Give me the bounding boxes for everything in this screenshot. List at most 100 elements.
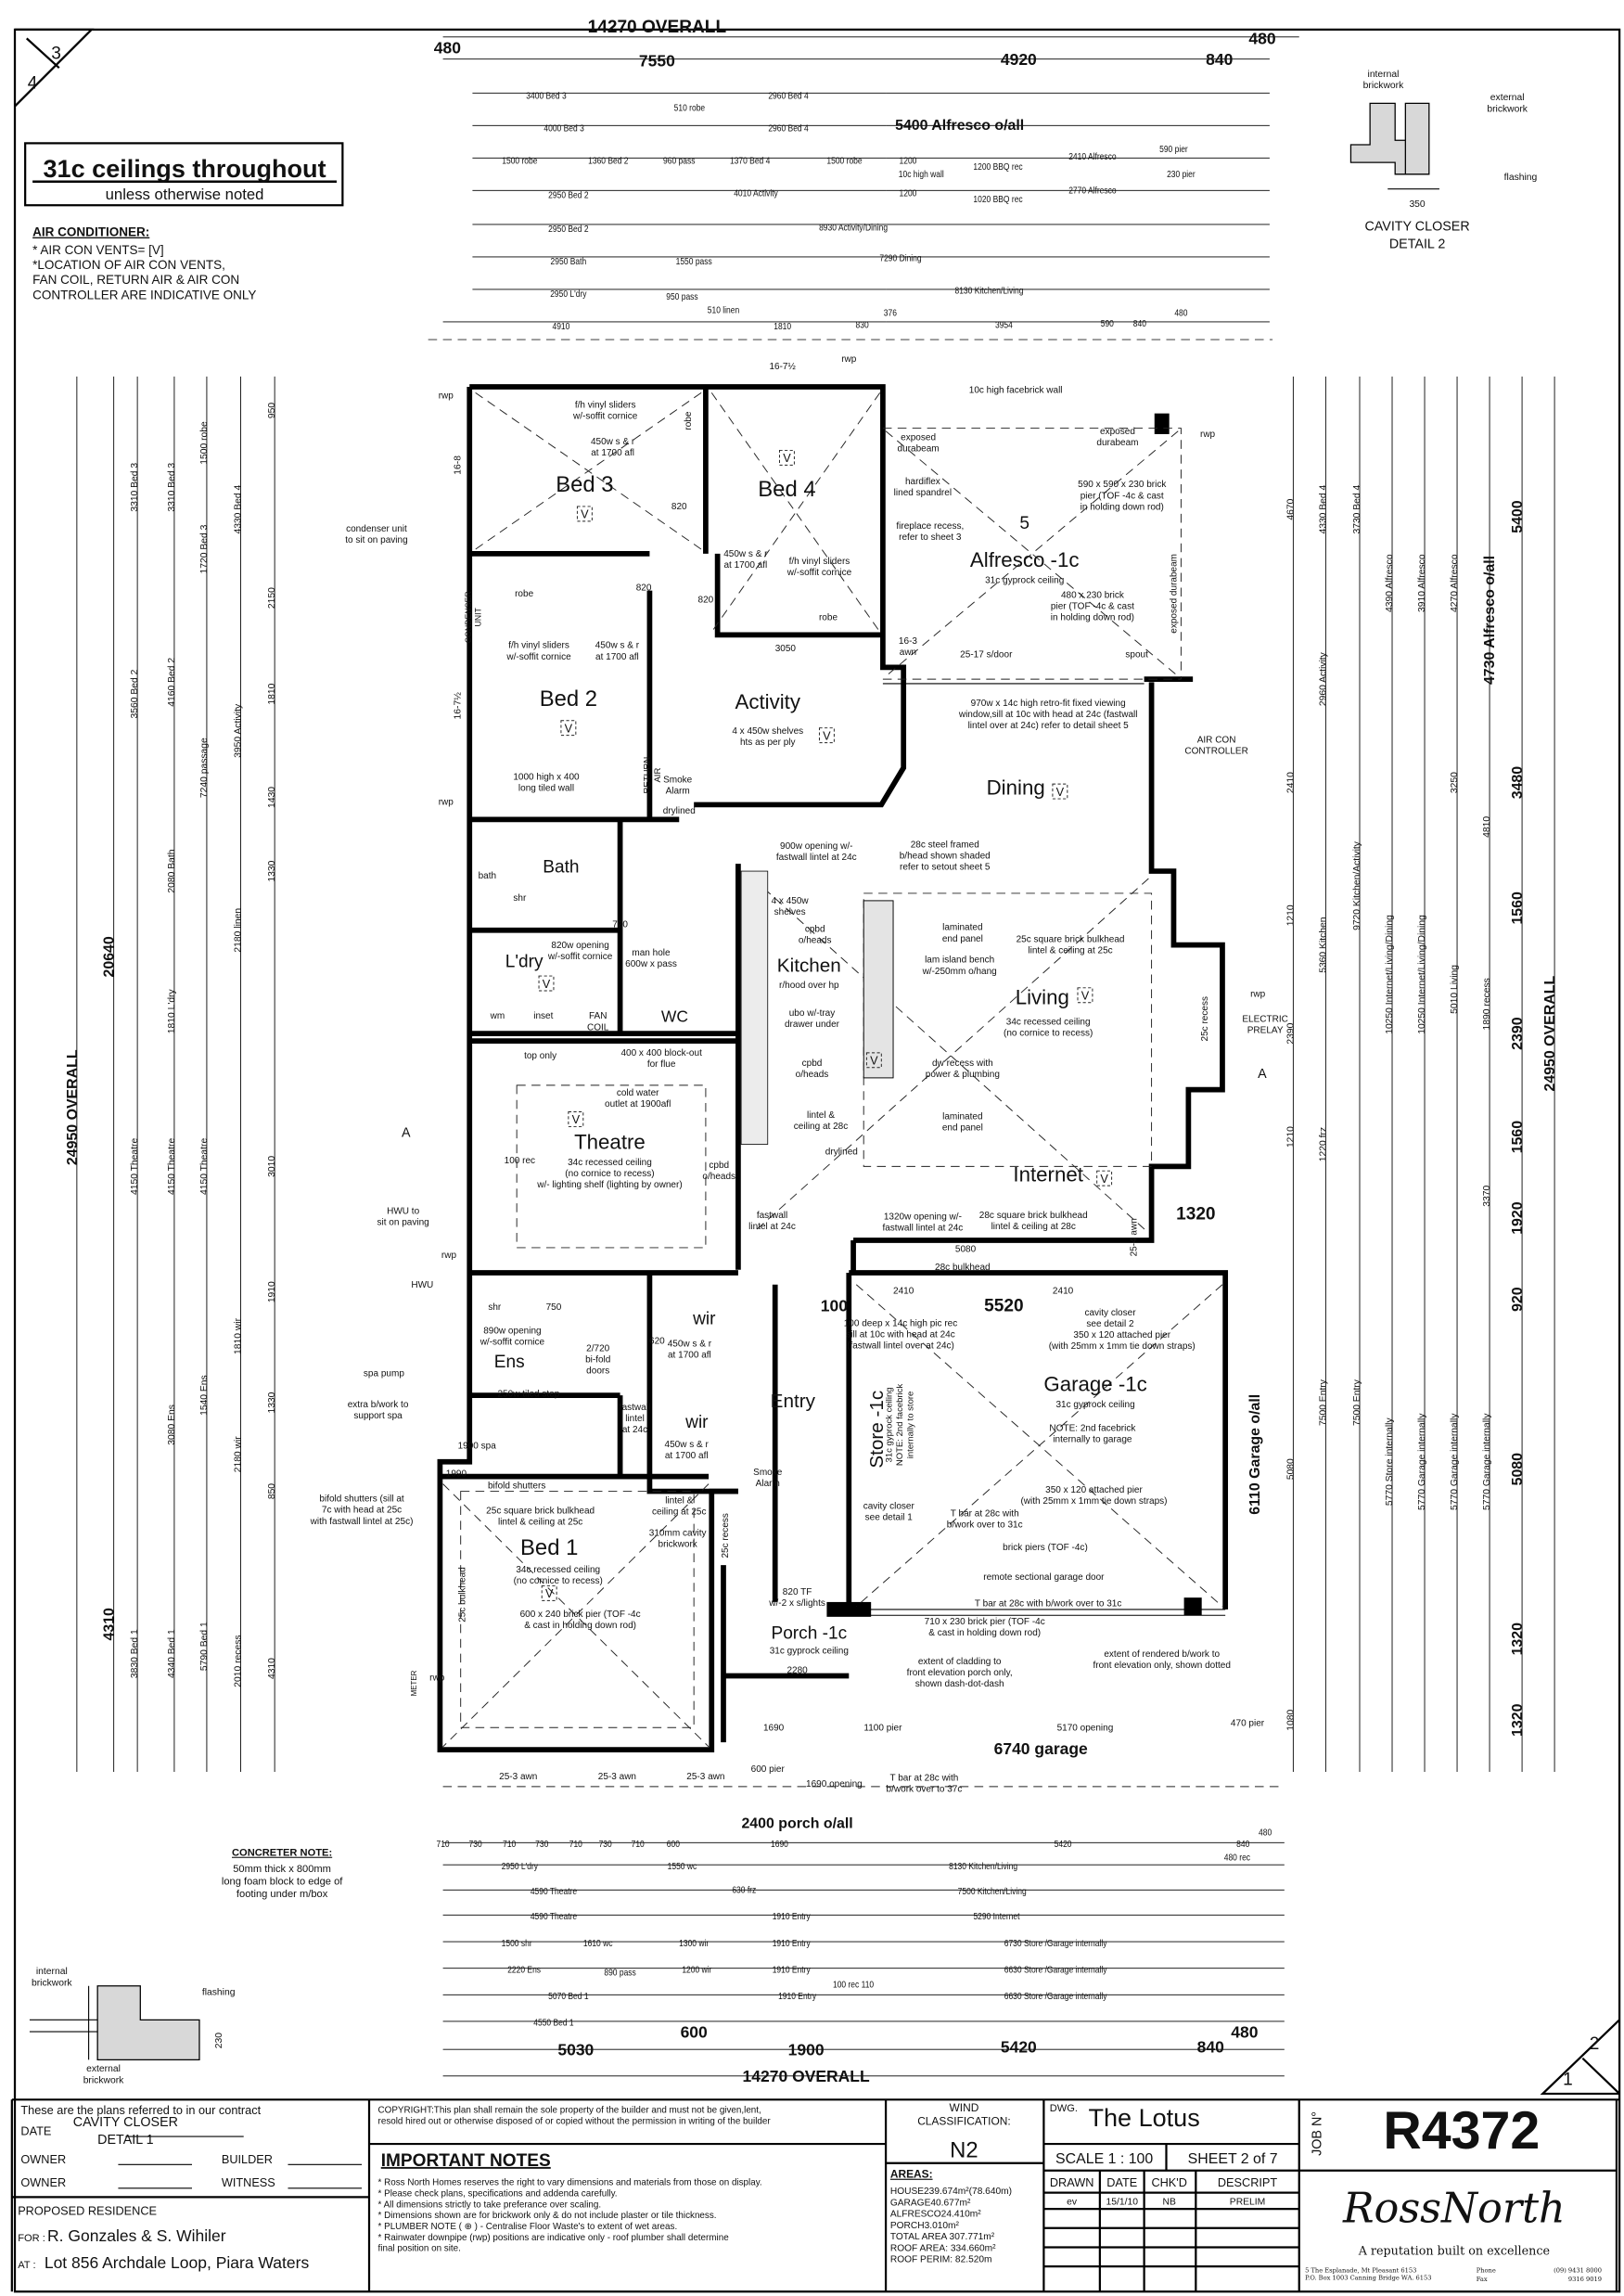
text-line: 34c recessed ceiling [568,1158,652,1168]
text-line: 820w opening [551,941,608,951]
dimension-label: 6630 Store /Garage internally [1004,1965,1107,1976]
text-line: w/-250mm o/hang [922,967,997,977]
text-line: brickwork [32,1978,72,1988]
dimension-label: 20640 [102,936,118,977]
text-line: 1000 high x 400 [513,772,580,782]
text-line: rwp [429,1673,445,1683]
annotation: 25-4 awn [1130,1218,1140,1256]
text-line: in holding down rod) [1081,502,1164,512]
client-names: R. Gonzales & S. Wihiler [47,2226,226,2245]
dimension-label: 376 [884,308,897,319]
text-line: CONTROLLER ARE INDICATIVE ONLY [32,288,256,301]
text-line: 310mm cavity [649,1528,707,1538]
dimension-label: 2390 [1285,1022,1296,1044]
text-line: ceiling at 25c [652,1507,706,1517]
text-line: METER [410,1670,418,1696]
revision-header: DATE [1106,2175,1137,2189]
text-line: laminated [942,923,982,933]
dimension-label: 4670 [1285,498,1296,519]
text-line: 31c gyprock ceiling [985,576,1064,586]
text-line: shown dash-dot-dash [915,1679,1004,1689]
room-label-wir: wir [692,1310,716,1329]
text-line: brickwork [659,1539,698,1549]
text-line: lintel & [665,1495,693,1506]
text-line: cavity closer [1084,1308,1136,1318]
dimension-label: 4910 [552,321,569,332]
text-line: 820 [636,584,652,594]
text-line: T bar at 28c with b/work over to 31c [975,1599,1121,1610]
text-line: 7c with head at 25c [322,1506,402,1516]
text-line: (with 25mm x 1mm tie down straps) [1020,1496,1167,1507]
dimension-label: 5770 Garage internally [1482,1413,1492,1510]
annotation: rwp [841,354,857,365]
dimension-label: 1910 Entry [773,1938,811,1949]
text-line: PRELAY [1247,1025,1284,1035]
dimension-label: 5400 Alfresco o/all [895,118,1024,134]
text-line: man hole [632,948,671,958]
dimension-label: 1330 [267,1392,277,1413]
annotation: 16-7½ [769,362,796,372]
text-line: 28c steel framed [911,840,979,851]
text-line: wir [684,1413,709,1432]
text-line: 350 x 120 attached pier [1045,1485,1143,1495]
dimension-label: 480 [1231,2022,1258,2041]
annotation: 25-3 awn [499,1772,537,1782]
text-line: & cast in holding down rod) [524,1621,636,1631]
text-line: *LOCATION OF AIR CON VENTS, [32,258,225,272]
annotation: fireplace recess,refer to sheet 3 [896,521,964,543]
text-line: Smoke [753,1468,783,1478]
text-line: 1990 [446,1469,467,1480]
room-label-bed-1: Bed 1 [520,1535,578,1560]
text-line: 5080 [955,1245,977,1255]
dimension-label: 4590 Theatre [531,1911,577,1922]
text-line: w/-soffit cornice [505,652,571,662]
important-notes-title: IMPORTANT NOTES [381,2151,551,2171]
text-line: footing under m/box [237,1889,328,1900]
dimension-label: 5070 Bed 1 [548,1991,588,2002]
text-line: drylined [825,1148,858,1158]
dimension-label: 710 [503,1839,516,1850]
dimension-label: 1810 [267,683,277,704]
air-con-vent-symbol: V [565,721,573,735]
annotation: 25c bulkhead [457,1567,467,1623]
dimension-label: 2950 Bath [551,256,587,267]
text-line: top only [524,1051,556,1061]
dimension-label: 4150 Theatre [130,1138,140,1196]
sheet-ref-number: 3 [51,45,61,64]
text-line: lintel & ceiling at 25c [1028,945,1112,956]
annotation: 2280 [786,1665,808,1675]
annotation: inset [533,1011,553,1021]
text-line: awn [900,648,916,658]
annotation: 1320w opening w/-fastwall lintel at 24c [882,1212,963,1234]
job-number: R4372 [1383,2101,1540,2161]
dimension-label: 230 pier [1167,169,1196,180]
text-line: b/head shown shaded [900,852,991,862]
text-line: lintel [625,1414,645,1424]
text-line: hts as per ply [740,738,796,748]
text-line: 820 TF [783,1587,812,1597]
air-con-vent-icon [1077,987,1093,1004]
text-line: b/work over to 31c [947,1520,1023,1531]
text-line: with fastwall lintel at 25c) [310,1517,414,1527]
annotation: 5170 opening [1057,1723,1114,1733]
annotation: 5520 [984,1296,1023,1315]
text-line: 5 [1019,514,1029,533]
witness-label: WITNESS [222,2175,275,2189]
dimension-label: 5790 Bed 1 [199,1622,210,1671]
text-line: robe [684,411,694,430]
text-line: f/h vinyl sliders [575,400,636,410]
room-label-porch-1c: Porch -1c [771,1624,847,1644]
job-number-label: JOB N° [1311,2111,1325,2156]
annotation: rwp [439,797,454,807]
dimension-label: 1320 [1510,1703,1526,1737]
for-label: FOR : [18,2233,45,2244]
text-line: spout [1125,649,1148,660]
dimension-label: 630 frz [732,1885,756,1896]
room-label-theatre: Theatre [574,1130,646,1153]
detail-title: DETAIL 2 [1389,237,1445,251]
sheet-label: SHEET 2 of 7 [1188,2151,1278,2167]
